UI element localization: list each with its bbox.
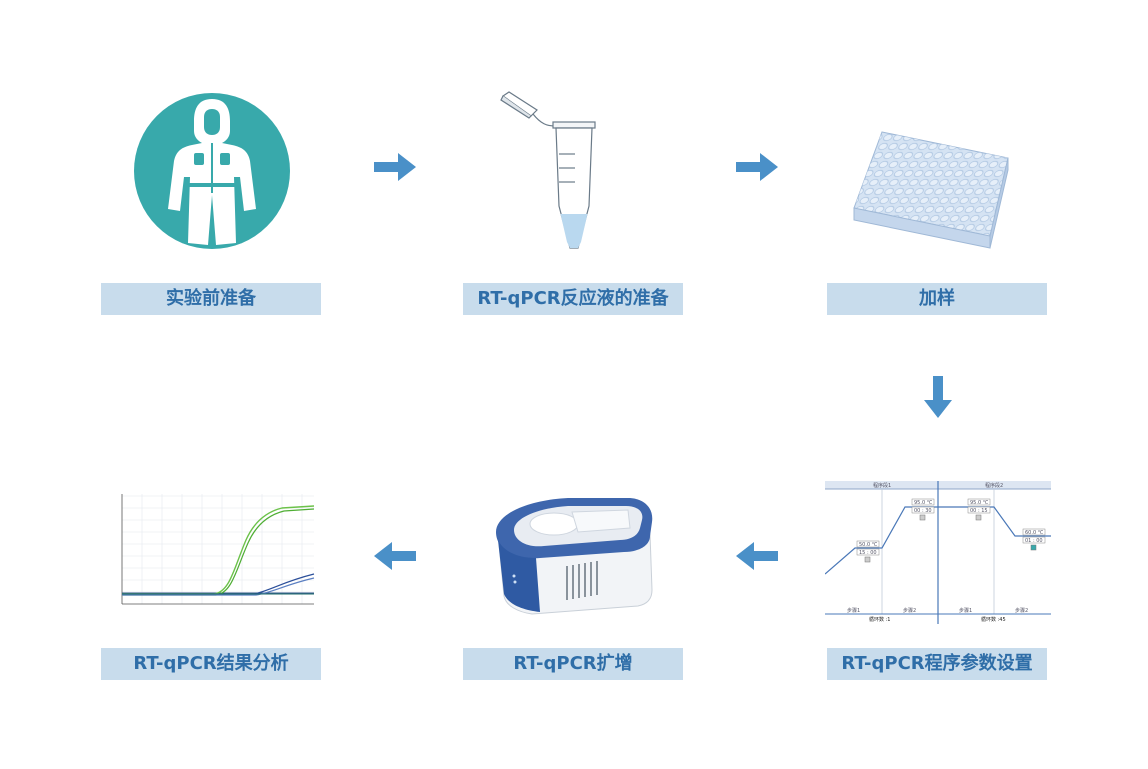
step-label: RT-qPCR结果分析: [101, 648, 321, 680]
step-d-label: 步骤2: [1015, 607, 1028, 614]
hold1-time: 15 : 00: [859, 550, 877, 556]
arrow-left-icon: [374, 542, 416, 570]
cycle-step2-time: 01 : 00: [1025, 538, 1043, 544]
protective-suit-icon: [134, 93, 290, 249]
program-graph-icon: 程序段1 程序段2 50.0 ℃ 15 : 00 95.0 ℃ 00 : 30 …: [825, 480, 1051, 626]
step-label: RT-qPCR反应液的准备: [463, 283, 683, 315]
pcr-tube-icon: [500, 91, 596, 249]
step-b-label: 步骤2: [903, 607, 916, 614]
stage1-label: 程序段1: [873, 482, 891, 489]
step-label: 加样: [827, 283, 1047, 315]
step-label: RT-qPCR程序参数设置: [827, 648, 1047, 680]
arrow-right-icon: [374, 153, 416, 181]
hold2-temp: 95.0 ℃: [914, 500, 933, 506]
hold2-time: 00 : 30: [914, 508, 932, 514]
hold1-temp: 50.0 ℃: [859, 542, 878, 548]
step-a-label: 步骤1: [847, 607, 860, 614]
arrow-left-icon: [736, 542, 778, 570]
amplification-curve-icon: [104, 488, 318, 620]
step-label: 实验前准备: [101, 283, 321, 315]
cycle-step1-time: 00 : 15: [970, 508, 988, 514]
stage2-label: 程序段2: [985, 482, 1003, 489]
cycles2-label: 循环数 :45: [981, 616, 1006, 623]
well-plate-icon: [853, 131, 1009, 249]
step-label: RT-qPCR扩增: [463, 648, 683, 680]
cycle-step1-temp: 95.0 ℃: [970, 500, 989, 506]
thermocycler-icon: [496, 498, 653, 615]
cycle-step2-temp: 60.0 ℃: [1025, 530, 1044, 536]
cycles1-label: 循环数 :1: [869, 616, 890, 623]
arrow-down-icon: [924, 376, 952, 418]
step-c-label: 步骤1: [959, 607, 972, 614]
arrow-right-icon: [736, 153, 778, 181]
